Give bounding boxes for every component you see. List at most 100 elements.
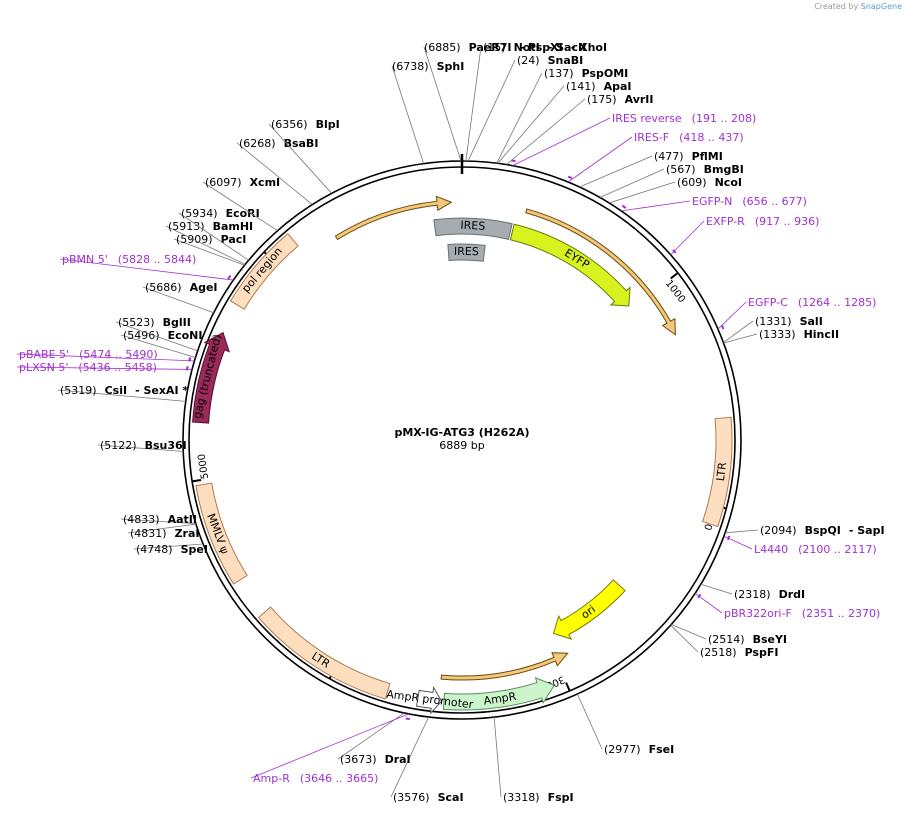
- site-position: (4748): [136, 543, 173, 556]
- snapgene-watermark: Created by SnapGene: [814, 2, 902, 11]
- site-leader-line: [142, 286, 214, 314]
- primer-range: (418 .. 437): [679, 131, 744, 144]
- site-position: (2094): [760, 524, 797, 537]
- primer-range: (5828 .. 5844): [118, 253, 197, 266]
- site-position: (6738): [392, 60, 429, 73]
- site-label: (5319)CsiI- SexAI *: [60, 384, 188, 397]
- primer-bind-mark: [697, 593, 702, 599]
- site-label: (5686) AgeI: [145, 281, 218, 294]
- site-leader-line: [173, 238, 245, 266]
- site-enzyme-name: ApaI: [604, 80, 632, 93]
- feature-eyfp: [509, 223, 631, 307]
- site-leader-line: [202, 181, 278, 232]
- site-leader-line: [723, 320, 754, 343]
- site-label: (175) AvrII: [587, 93, 654, 106]
- feature-label: IRES: [454, 245, 479, 259]
- site-leader-line: [496, 72, 543, 164]
- feature-gag-truncated-: [192, 331, 230, 424]
- primer-leader-line: [250, 713, 409, 779]
- primer-name: pBMN 5': [62, 253, 108, 266]
- site-enzyme-name: SpeI: [181, 543, 208, 556]
- site-position: (141): [566, 80, 596, 93]
- primer-name: IRES-F: [634, 131, 669, 144]
- site-position: (5686): [145, 281, 182, 294]
- site-label: (2318)DrdI: [734, 588, 805, 601]
- primer-bind-mark: [185, 365, 189, 371]
- site-enzyme-name: FspI: [548, 791, 574, 804]
- orf-arrow: [334, 195, 453, 241]
- primer-label: Amp-R(3646 .. 3665): [253, 772, 378, 785]
- primer-bind-mark: [726, 535, 731, 541]
- site-position: (3318): [503, 791, 540, 804]
- orf-arrows: [334, 195, 677, 681]
- site-enzyme-name: - SapI: [849, 524, 885, 537]
- site-enzyme-name: DrdI: [779, 588, 806, 601]
- site-label: (3673)DraI: [340, 753, 411, 766]
- site-leader-line: [497, 85, 565, 164]
- site-label: (4833)AatII: [123, 513, 197, 526]
- primer-range: (1264 .. 1285): [798, 296, 877, 309]
- site-leader-line: [127, 523, 197, 534]
- site-enzyme-name: BspQI: [805, 524, 841, 537]
- restriction-sites: (6885)PaeR7I- PspXI- XhoI(6738)SphI(15)N…: [57, 41, 885, 804]
- primer-leader-line: [717, 301, 747, 330]
- site-label: (5934)EcoRI: [181, 207, 260, 220]
- site-position: (1333): [759, 328, 796, 341]
- primer-name: IRES reverse: [612, 112, 682, 125]
- site-position: (5523): [118, 316, 155, 329]
- site-enzyme-name: ScaI: [438, 791, 464, 804]
- site-enzyme-name: SnaBI: [548, 54, 584, 67]
- site-enzyme-name: AvrII: [625, 93, 654, 106]
- site-position: (5496): [123, 329, 160, 342]
- site-position: (4833): [123, 513, 160, 526]
- primer-name: L4440: [754, 543, 788, 556]
- site-label: (137)PspOMI: [544, 67, 628, 80]
- primer-range: (2100 .. 2117): [798, 543, 877, 556]
- site-label: (2977)FseI: [604, 743, 674, 756]
- site-leader-line: [671, 624, 707, 640]
- feature-ltr: [701, 416, 733, 528]
- primer-label: L4440 (2100 .. 2117): [754, 543, 877, 556]
- primer-label: EGFP-C (1264 .. 1285): [748, 296, 876, 309]
- feature-ltr: [257, 606, 391, 700]
- primer-range: (2351 .. 2370): [802, 607, 881, 620]
- site-leader-line: [577, 693, 603, 750]
- site-enzyme-name: EcoNI: [168, 329, 203, 342]
- site-enzyme-name: NotI: [514, 41, 540, 54]
- feature-label: LTR: [714, 461, 729, 482]
- site-enzyme-name: NcoI: [715, 176, 742, 189]
- site-label: (6097)XcmI: [205, 176, 280, 189]
- primer-range: (5436 .. 5458): [78, 361, 157, 374]
- primer-leader-line: [512, 117, 611, 166]
- site-position: (477): [654, 150, 684, 163]
- primer-bind-mark: [672, 249, 677, 254]
- primer-name: EGFP-C: [748, 296, 788, 309]
- feature-ori: [552, 579, 626, 640]
- site-enzyme-name: Bsu36I: [145, 439, 187, 452]
- site-label: (5496) EcoNI: [123, 329, 202, 342]
- feature-ampr-promoter: [415, 685, 443, 715]
- plasmid-length: 6889 bp: [439, 439, 484, 452]
- site-label: (5523)BglII: [118, 316, 191, 329]
- primer-bind-mark: [405, 717, 411, 721]
- primer-bind-mark: [720, 324, 725, 330]
- site-enzyme-name: XcmI: [250, 176, 281, 189]
- site-enzyme-name: AgeI: [190, 281, 218, 294]
- plasmid-name: pMX-IG-ATG3 (H262A): [394, 426, 529, 439]
- site-enzyme-name: DraI: [385, 753, 411, 766]
- site-label: (567)BmgBI: [666, 163, 744, 176]
- site-label: (2514)BseYI: [708, 633, 787, 646]
- site-leader-line: [391, 65, 425, 164]
- feature-ires: [433, 217, 513, 240]
- primer-name: pLXSN 5': [19, 361, 68, 374]
- site-label: (609)NcoI: [677, 176, 742, 189]
- primer-range: (3646 .. 3665): [300, 772, 379, 785]
- site-leader-line: [268, 123, 332, 194]
- site-leader-line: [423, 46, 462, 162]
- site-enzyme-name: SalI: [800, 315, 823, 328]
- site-leader-line: [115, 321, 198, 352]
- site-position: (175): [587, 93, 617, 106]
- primer-label: IRES reverse(191 .. 208): [612, 112, 756, 125]
- primer-label: IRES-F (418 .. 437): [634, 131, 744, 144]
